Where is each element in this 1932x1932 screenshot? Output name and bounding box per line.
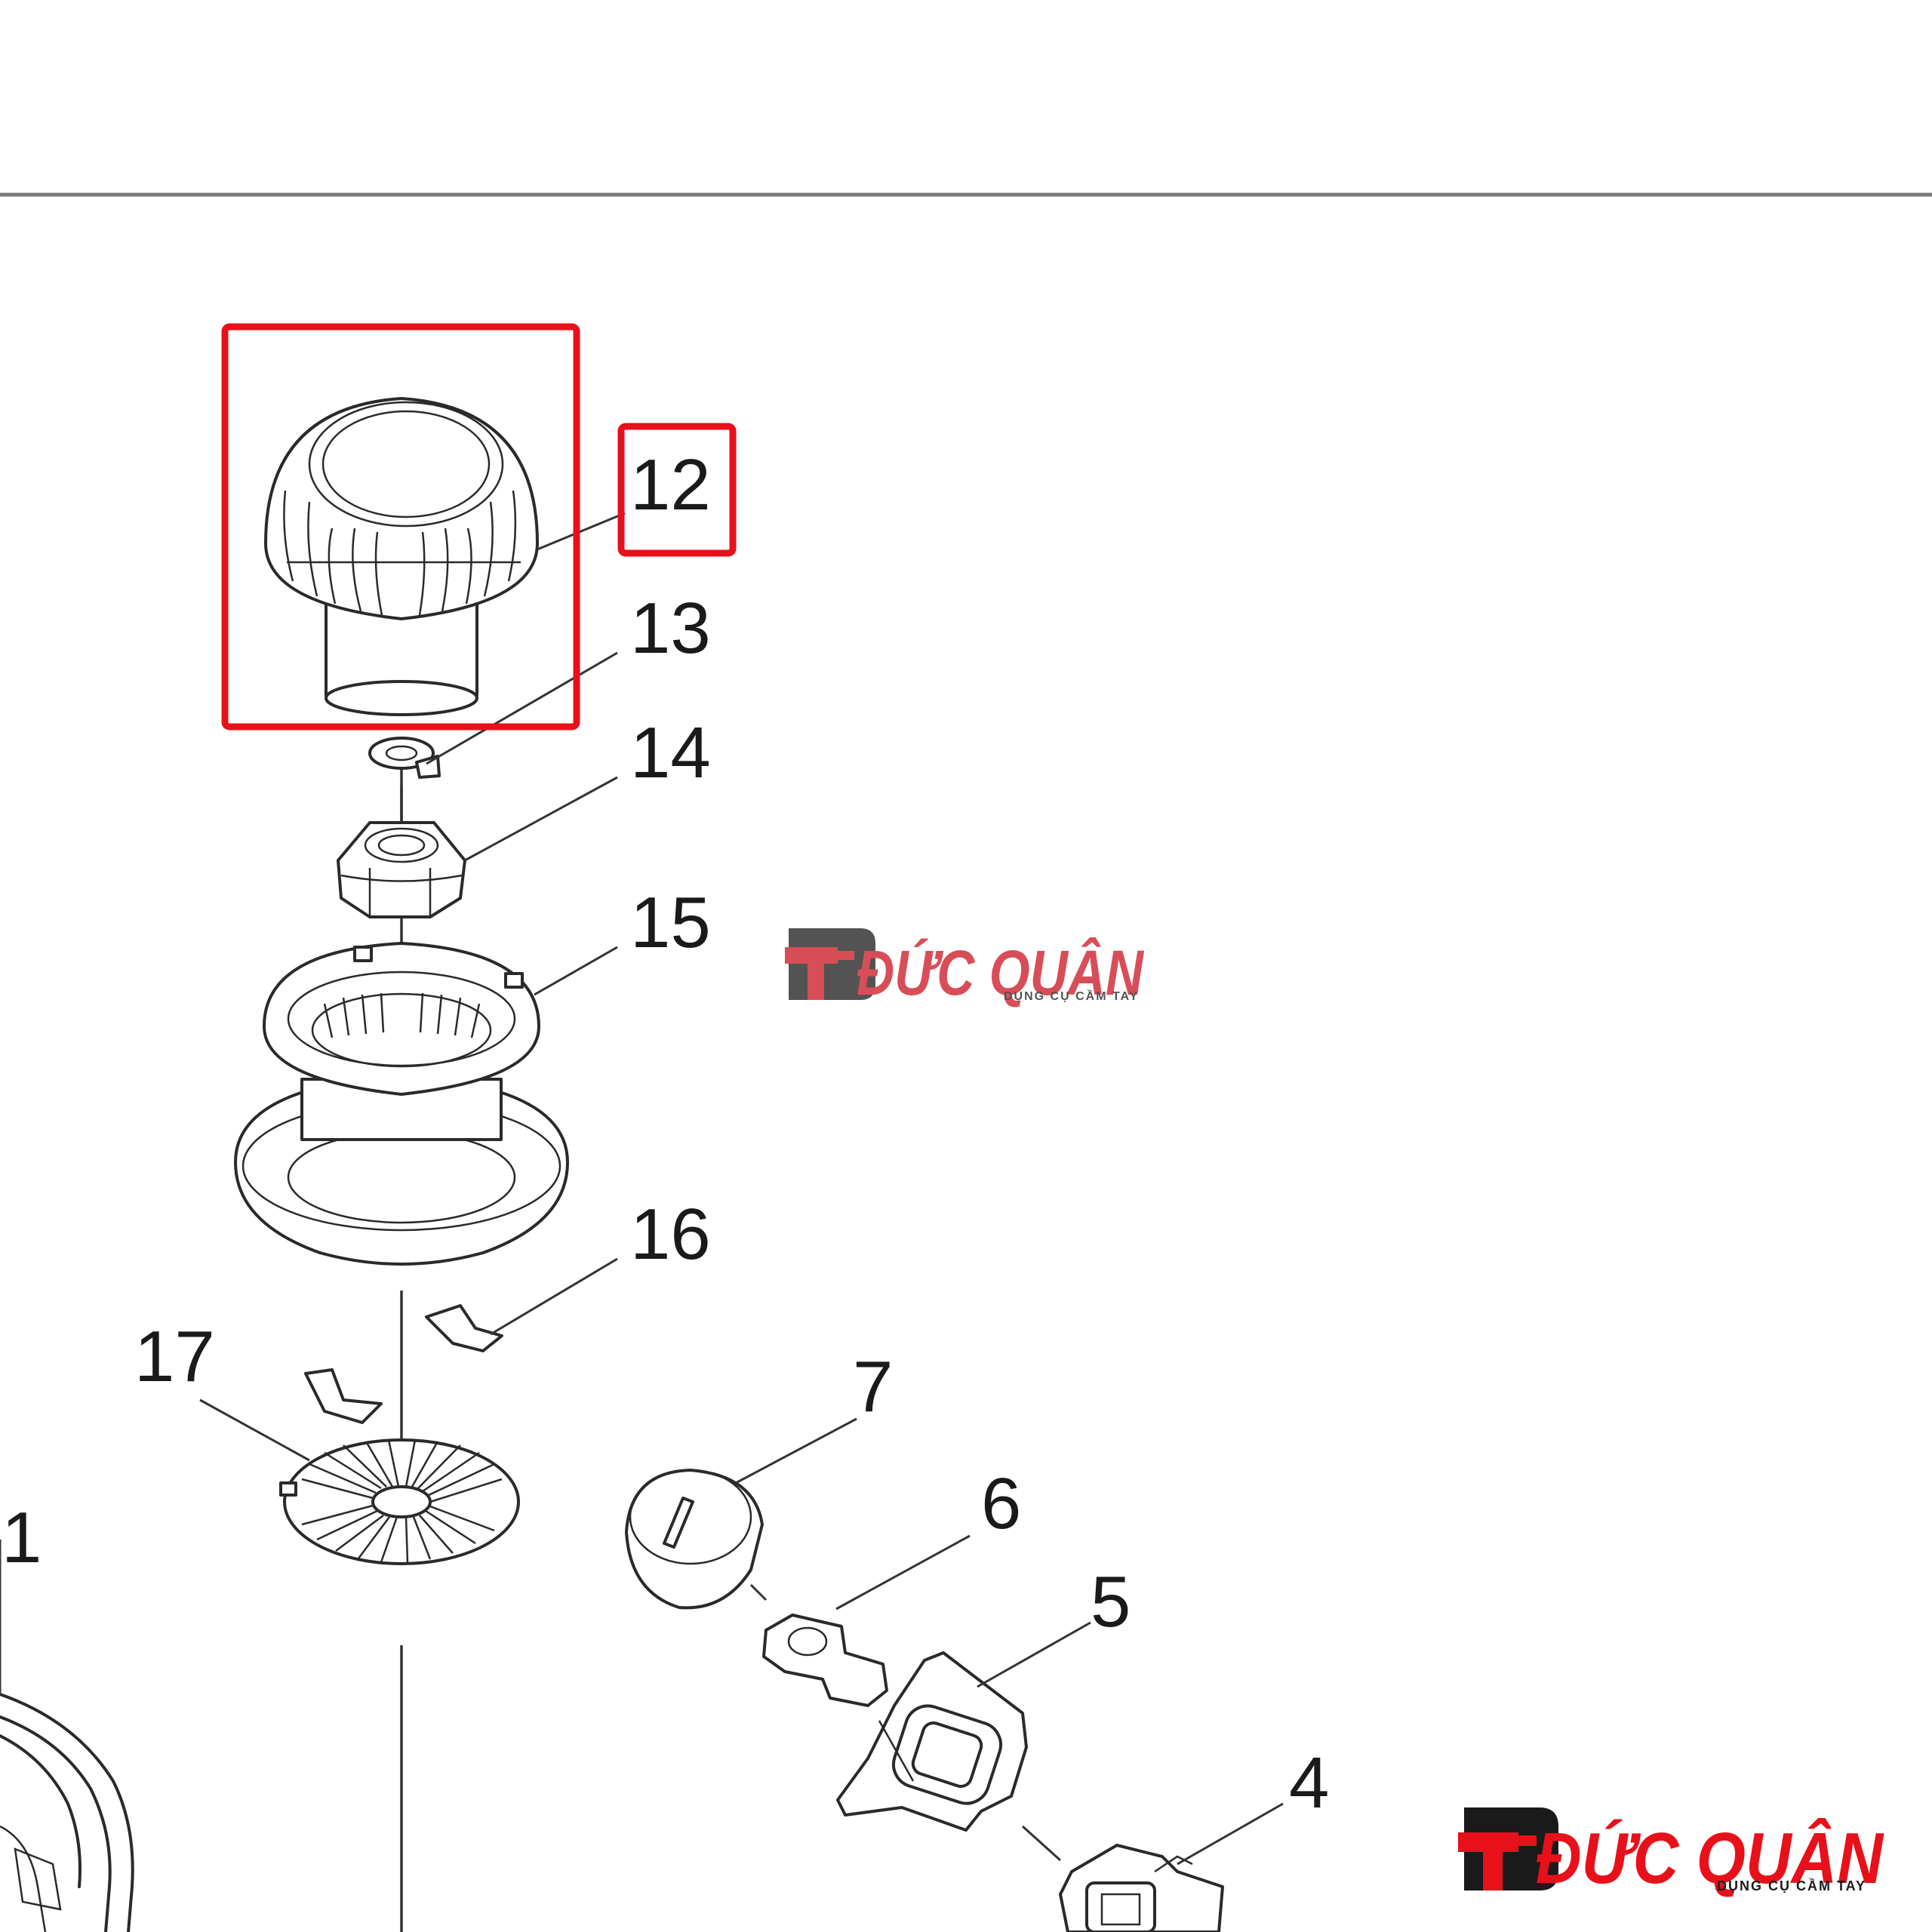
watermark-corner: ĐỨC QUÂN DỤNG CỤ CẦM TAY <box>1458 1807 1884 1899</box>
callout-4: 4 <box>1289 1743 1329 1823</box>
highlight-box-part <box>221 323 580 731</box>
callout-14: 14 <box>630 712 711 793</box>
part-5-axis <box>1021 1825 1062 1862</box>
callout-13: 13 <box>630 588 711 669</box>
part-17-toothed-washer <box>279 1438 520 1565</box>
watermark-corner-brand: ĐỨC QUÂN <box>1536 1817 1884 1899</box>
callout-1: 1 <box>2 1497 42 1578</box>
part-16-key <box>425 1304 503 1352</box>
drill-logo-icon-corner <box>1458 1807 1558 1890</box>
leader-lines <box>0 512 1284 1866</box>
callout-6: 6 <box>981 1463 1021 1544</box>
callout-15: 15 <box>630 882 711 963</box>
callout-17: 17 <box>134 1316 215 1397</box>
callout-12: 12 <box>630 445 711 525</box>
part-17-key <box>304 1368 383 1424</box>
highlight-box-callout <box>617 423 737 557</box>
callout-7: 7 <box>853 1346 893 1427</box>
watermark-center-brand: ĐỨC QUÂN <box>857 937 1145 1008</box>
part-5-housing <box>836 1651 1062 1862</box>
part-15-flange <box>234 942 569 1266</box>
part-14-hex-nut <box>337 821 466 918</box>
watermark-center: ĐỨC QUÂN DỤNG CỤ CẦM TAY <box>785 928 1145 1008</box>
part-6-axis <box>749 1583 768 1601</box>
part-12-knob <box>264 397 539 716</box>
part-4-switch <box>1059 1844 1224 1932</box>
watermark-center-tagline: DỤNG CỤ CẦM TAY <box>1004 989 1139 1003</box>
part-6-brush-holder <box>749 1583 888 1707</box>
drill-logo-icon <box>785 928 875 1000</box>
part-13-retaining-ring <box>368 737 441 779</box>
watermark-corner-tagline: DỤNG CỤ CẦM TAY <box>1717 1878 1866 1894</box>
callout-16: 16 <box>630 1194 711 1275</box>
part-7-cap <box>625 1469 764 1610</box>
part-1-housing <box>0 1693 134 1932</box>
callout-5: 5 <box>1091 1561 1131 1642</box>
